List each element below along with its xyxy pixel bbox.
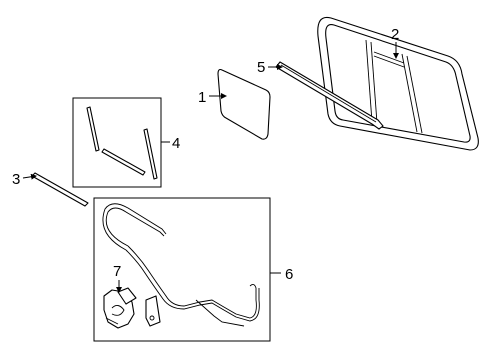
callout-5: 5 (257, 59, 265, 76)
callout-4: 4 (172, 135, 180, 152)
weatherstrip-kit (86, 106, 158, 180)
motor-cable-kit-box (93, 197, 271, 342)
callout-6: 6 (285, 266, 293, 283)
callout-3: 3 (12, 171, 20, 188)
sliding-glass-panel (217, 68, 271, 140)
callout-7: 7 (113, 263, 121, 280)
callout-1: 1 (198, 89, 206, 106)
drive-cable (102, 203, 260, 327)
retainer-strip (31, 172, 89, 207)
callout-2: 2 (391, 26, 399, 43)
leader-3 (22, 173, 37, 180)
window-motor (103, 287, 161, 329)
